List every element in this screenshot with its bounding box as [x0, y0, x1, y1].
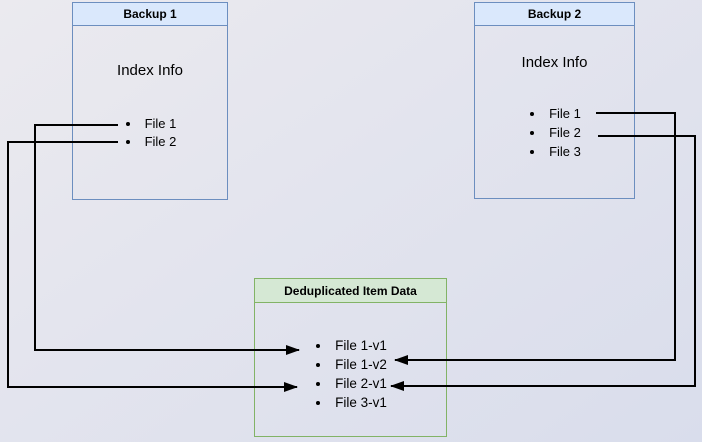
backup2-node: Backup 2 Index Info File 1File 2File 3: [474, 2, 635, 199]
deduplicated-item-data-node: Deduplicated Item Data File 1-v1File 1-v…: [254, 278, 447, 437]
dedup-body: File 1-v1File 1-v2File 2-v1File 3-v1: [255, 303, 446, 436]
backup1-file-item: File 1: [141, 115, 177, 133]
backup1-index-info-label: Index Info: [117, 62, 183, 79]
backup1-file-item: File 2: [141, 133, 177, 151]
backup2-file-item: File 1: [545, 104, 581, 123]
backup1-title: Backup 1: [73, 3, 227, 26]
dedup-title: Deduplicated Item Data: [255, 279, 446, 303]
backup1-body: Index Info File 1File 2: [73, 26, 227, 199]
dedup-file-item: File 2-v1: [331, 374, 387, 393]
backup1-file-list: File 1File 2: [124, 115, 177, 151]
backup2-file-item: File 2: [545, 123, 581, 142]
dedup-file-item: File 1-v1: [331, 336, 387, 355]
backup2-index-info-label: Index Info: [521, 54, 588, 71]
backup2-file-item: File 3: [545, 142, 581, 161]
dedup-file-item: File 1-v2: [331, 355, 387, 374]
backup2-body: Index Info File 1File 2File 3: [475, 26, 634, 198]
backup2-file-list: File 1File 2File 3: [528, 104, 581, 161]
dedup-file-list: File 1-v1File 1-v2File 2-v1File 3-v1: [314, 336, 387, 412]
dedup-file-item: File 3-v1: [331, 393, 387, 412]
backup2-title: Backup 2: [475, 3, 634, 26]
backup1-node: Backup 1 Index Info File 1File 2: [72, 2, 228, 200]
